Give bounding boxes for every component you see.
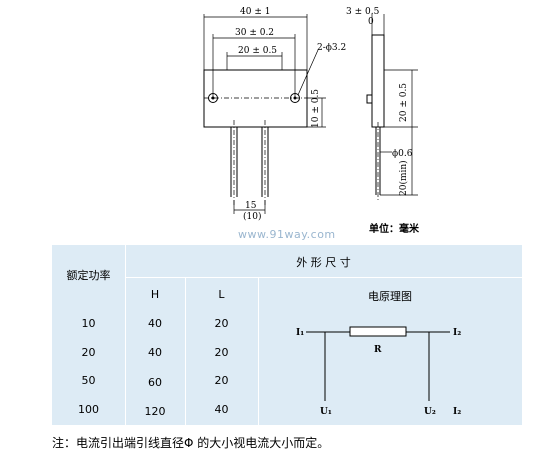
side-view-body <box>371 34 385 128</box>
header-h: H <box>150 288 160 301</box>
row-power: 10 <box>81 317 96 330</box>
footnote: 注：电流引出端引线直径Φ 的大小视电流大小而定。 <box>52 436 330 450</box>
terminal-i2: I₂ <box>453 328 461 338</box>
dim-side-height: 20 ± 0.5 <box>399 83 409 122</box>
side-view-tab <box>366 94 373 104</box>
header-rated-power: 额定功率 <box>66 269 111 282</box>
unit-label: 单位：毫米 <box>369 224 419 235</box>
dim-thickness-tol: 0 <box>368 17 374 27</box>
dim-lead-pitch-ref: (10) <box>243 211 261 222</box>
row-h: 40 <box>148 346 162 359</box>
dim-hole-spacing-inner: 20 ± 0.5 <box>238 46 277 56</box>
header-l: L <box>218 288 225 301</box>
watermark: www.91way.com <box>238 228 336 241</box>
row-l: 40 <box>214 403 229 416</box>
row-l: 20 <box>214 317 229 330</box>
row-power: 50 <box>81 374 96 387</box>
resistor-body <box>203 69 308 128</box>
terminal-i2-bottom: I₂ <box>453 407 461 417</box>
dim-hole-diameter: 2-ϕ3.2 <box>317 43 346 53</box>
dim-lead-diameter: ϕ0.6 <box>392 149 413 159</box>
dim-body-lower: 10 ± 0.5 <box>311 89 321 128</box>
dim-hole-spacing-outer: 30 ± 0.2 <box>235 28 274 38</box>
circuit-diagram: I₁ I₂ R U₁ U₂ I₂ <box>296 326 461 417</box>
row-l: 20 <box>214 374 229 387</box>
row-l: 20 <box>214 346 229 359</box>
mounting-hole-right <box>290 93 300 103</box>
terminal-u1: U₁ <box>320 407 332 417</box>
terminal-u2: U₂ <box>424 407 436 417</box>
spec-table: 额定功率 外 形 尺 寸 H L 电原理图 10 40 20 20 40 20 … <box>52 245 522 425</box>
row-h: 60 <box>148 376 162 389</box>
terminal-i1: I₁ <box>296 328 304 338</box>
dim-lead-pitch: 15 <box>245 201 257 211</box>
resistor-symbol <box>349 326 407 337</box>
header-dimensions: 外 形 尺 寸 <box>296 256 351 269</box>
mechanical-drawing: 40 ± 1 30 ± 0.2 20 ± 0.5 2-ϕ3.2 10 ± 0.5… <box>203 7 418 222</box>
dim-lead-length: 20(min) <box>398 160 409 196</box>
row-power: 20 <box>81 346 96 359</box>
lead-wires <box>230 120 269 205</box>
resistor-label: R <box>374 345 382 355</box>
header-circuit: 电原理图 <box>368 290 412 303</box>
row-h: 120 <box>144 405 166 418</box>
row-h: 40 <box>148 317 162 330</box>
row-power: 100 <box>78 403 99 416</box>
dim-thickness: 3 ± 0.5 <box>346 7 380 17</box>
dim-total-width: 40 ± 1 <box>240 7 270 17</box>
